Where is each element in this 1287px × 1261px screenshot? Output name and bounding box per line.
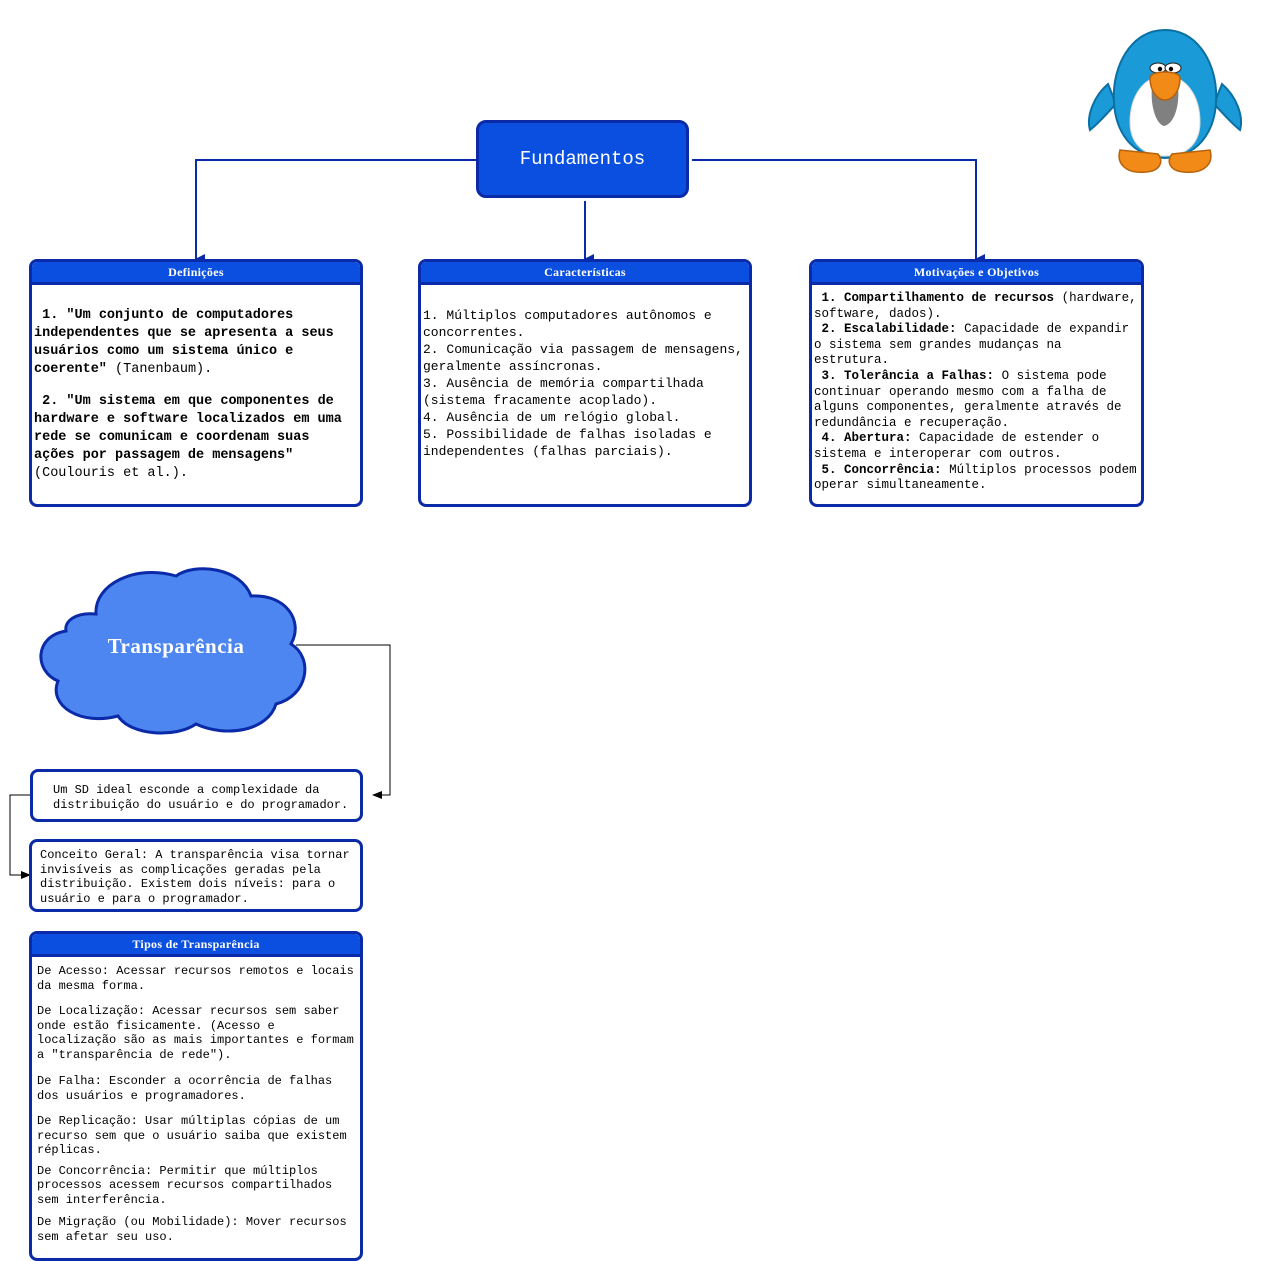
definicao-num: 1. [42,308,59,323]
motivacao-text: O sistema pode continuar operando mesmo … [814,368,1122,430]
tipo-item: De Falha: Esconder a ocorrência de falha… [37,1074,333,1103]
caracteristicas-box[interactable]: Características 1. Múltiplos computadore… [418,259,752,507]
definicoes-body: 1. "Um conjunto de computadores independ… [32,285,360,483]
tipos-transparencia-box[interactable]: Tipos de Transparência De Acesso: Acessa… [29,931,363,1261]
definicao-source: (Coulouris et al.). [34,466,188,481]
motivacoes-body: 1. Compartilhamento de recursos (hardwar… [812,285,1141,494]
motivacao-title: 4. Abertura: [821,431,912,446]
definicao-quote: "Um conjunto de computadores independent… [34,308,334,377]
cloud-shape [39,567,307,735]
caracteristica-item: 4. Ausência de um relógio global. [423,410,681,425]
edge-root-motivacoes [692,159,985,264]
cloud-label: Transparência [107,633,245,658]
definicoes-header: Definições [32,262,360,285]
conceito-geral-text: Conceito Geral: A transparência visa tor… [40,848,350,906]
motivacao-text: Capacidade de expandir o sistema sem gra… [814,322,1130,368]
motivacoes-box[interactable]: Motivações e Objetivos 1. Compartilhamen… [809,259,1144,507]
definicao-num: 2. [42,394,59,409]
motivacao-item: 1. Compartilhamento de recursos (hardwar… [814,291,1139,322]
definicoes-box[interactable]: Definições 1. "Um conjunto de computador… [29,259,363,507]
tipo-item: De Localização: Acessar recursos sem sab… [37,1004,354,1062]
edge-root-definicoes [195,159,476,264]
motivacao-title: 5. Concorrência: [821,462,942,477]
motivacao-text: Múltiplos processos podem operar simulta… [814,462,1137,493]
edge-ideal-conceito [9,794,31,879]
caracteristicas-header: Características [421,262,749,285]
conceito-geral-box[interactable]: Conceito Geral: A transparência visa tor… [29,839,363,912]
motivacao-item: 3. Tolerância a Falhas: O sistema pode c… [814,369,1139,431]
edge-cloud-ideal [296,644,391,799]
definicao-item: 2. "Um sistema em que componentes de har… [34,393,358,483]
tipo-item: De Concorrência: Permitir que múltiplos … [37,1163,333,1207]
tipo-item: De Acesso: Acessar recursos remotos e lo… [37,964,354,993]
root-node-label: Fundamentos [519,148,646,170]
definicao-item: 1. "Um conjunto de computadores independ… [34,307,358,379]
penguin-mascot-icon [1088,28,1242,173]
motivacao-title: 2. Escalabilidade: [821,322,957,337]
caracteristicas-body: 1. Múltiplos computadores autônomos e co… [421,285,749,460]
caracteristica-item: 2. Comunicação via passagem de mensagens… [423,342,743,374]
motivacao-title: 1. Compartilhamento de recursos [821,291,1055,305]
tipo-item: De Migração (ou Mobilidade): Mover recur… [37,1215,347,1244]
motivacao-text: (hardware, software, dados). [814,291,1137,321]
motivacao-text: Capacidade de estender o sistema e inter… [814,431,1100,461]
motivacao-item: 5. Concorrência: Múltiplos processos pod… [814,463,1139,494]
caracteristica-item: 5. Possibilidade de falhas isoladas e in… [423,427,712,459]
caracteristica-item: 1. Múltiplos computadores autônomos e co… [423,308,712,340]
sd-ideal-box[interactable]: Um SD ideal esconde a complexidade da di… [30,769,363,822]
transparencia-cloud[interactable]: Transparência [36,566,308,735]
definicao-source: (Tanenbaum). [115,362,213,377]
tipo-item: De Replicação: Usar múltiplas cópias de … [37,1114,347,1157]
motivacao-title: 3. Tolerância a Falhas: [821,368,995,383]
definicao-quote: "Um sistema em que componentes de hardwa… [34,394,342,463]
tipos-body: De Acesso: Acessar recursos remotos e lo… [32,957,360,1244]
motivacoes-header: Motivações e Objetivos [812,262,1141,285]
sd-ideal-text: Um SD ideal esconde a complexidade da di… [53,783,349,812]
tipos-header: Tipos de Transparência [32,934,360,957]
motivacao-item: 2. Escalabilidade: Capacidade de expandi… [814,322,1139,369]
root-node-fundamentos[interactable]: Fundamentos [476,120,689,198]
caracteristica-item: 3. Ausência de memória compartilhada (si… [423,376,704,408]
motivacao-item: 4. Abertura: Capacidade de estender o si… [814,431,1139,462]
